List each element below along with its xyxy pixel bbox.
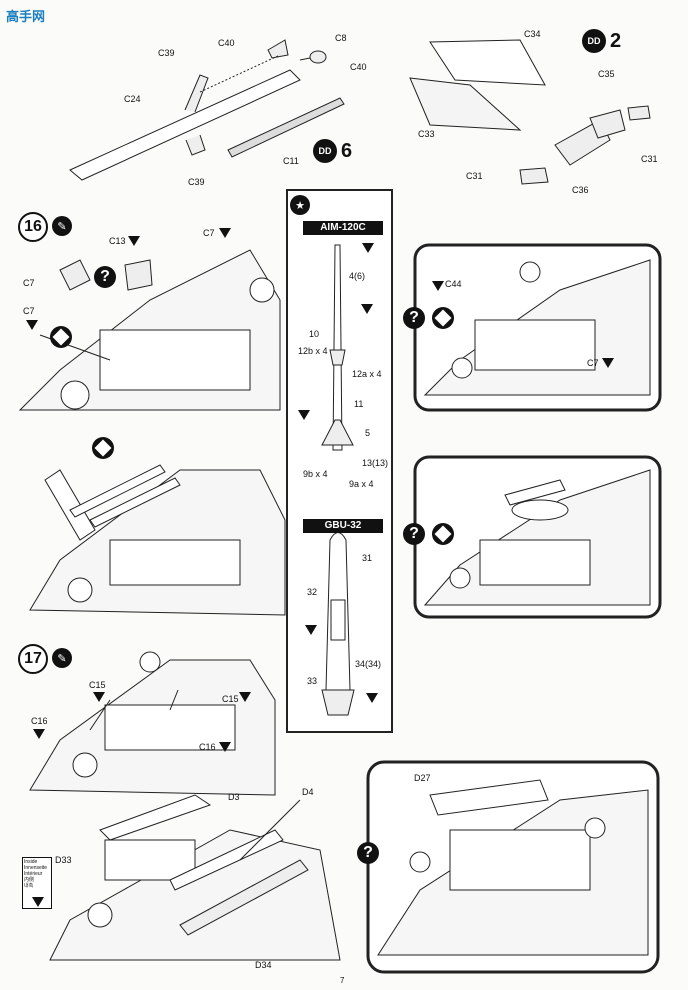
- aim-part-12b: 12b x 4: [298, 346, 328, 356]
- inside-marker-c16-a: [33, 729, 45, 739]
- inside-marker-legend: [32, 897, 44, 907]
- inside-marker-c13: [128, 236, 140, 246]
- legend-line-0: Inside: [24, 859, 38, 865]
- inside-marker-c15-a: [93, 692, 105, 702]
- pylon-c33: [409, 77, 522, 131]
- question-icon-box3: ?: [357, 842, 379, 864]
- label-d27: D27: [414, 773, 431, 783]
- label-c8: C8: [335, 33, 347, 43]
- step-number-16: 16: [18, 212, 48, 242]
- inside-marker-aim-a: [362, 243, 374, 253]
- gbu32-title: GBU-32: [303, 519, 383, 533]
- inside-marker-gbu-a: [305, 625, 317, 635]
- inside-marker-aim-b: [361, 304, 373, 314]
- inside-marker-c7-d: [602, 358, 614, 368]
- parts-sprue-icon-d1: DD: [313, 139, 337, 163]
- inside-marker-gbu-b: [366, 693, 378, 703]
- label-c7-a: C7: [203, 228, 215, 238]
- label-d4: D4: [302, 787, 314, 797]
- label-c7-c: C7: [23, 306, 35, 316]
- inside-marker-c44: [432, 281, 444, 291]
- question-icon-box2: ?: [403, 523, 425, 545]
- page-number: 7: [340, 976, 345, 985]
- option-diamond-icon-d: [432, 523, 454, 545]
- label-c44: C44: [445, 279, 462, 289]
- label-c11: C11: [283, 156, 299, 166]
- cement-icon-16: ✎: [52, 216, 72, 236]
- aim-part-13: 13(13): [362, 458, 389, 468]
- label-c13: C13: [109, 236, 126, 246]
- label-c40-a: C40: [218, 38, 235, 48]
- label-c15-b: C15: [222, 694, 239, 704]
- inside-marker-c15-b: [239, 692, 251, 702]
- label-c39-a: C39: [158, 48, 175, 58]
- label-c31-a: C31: [466, 171, 483, 181]
- label-c39-b: C39: [188, 177, 205, 187]
- aim-part-11: 11: [354, 399, 364, 409]
- gbu-part-32: 32: [307, 587, 318, 597]
- gbu-part-34: 34(34): [355, 659, 382, 669]
- option-diamond-icon-a: [50, 326, 72, 348]
- quantity-six: 6: [341, 140, 353, 162]
- legend-line-1: Innenseite: [24, 865, 48, 871]
- label-c7-b: C7: [23, 278, 35, 288]
- label-c34: C34: [524, 29, 541, 39]
- label-d34: D34: [255, 960, 272, 970]
- aim-part-10: 10: [309, 329, 320, 339]
- label-d3: D3: [228, 792, 240, 802]
- inside-marker-c7-a: [219, 228, 231, 238]
- pylon-c34: [429, 39, 546, 86]
- label-d33: D33: [55, 855, 72, 865]
- label-c31-b: C31: [641, 154, 658, 164]
- brand-logo: 高手网: [6, 9, 46, 24]
- question-icon-16: ?: [94, 266, 116, 288]
- legend-line-4: 내측: [24, 883, 34, 889]
- aim-part-12a: 12a x 4: [352, 369, 382, 379]
- parts-sprue-icon-d2: DD: [582, 29, 606, 53]
- inside-legend: Inside Innenseite Intérieur 内侧 내측: [22, 857, 52, 909]
- gbu-part-31: 31: [362, 553, 373, 563]
- aim120-body: [332, 244, 343, 451]
- aim120-title: AIM-120C: [303, 221, 383, 235]
- label-c33: C33: [418, 129, 435, 139]
- label-c35: C35: [598, 69, 615, 79]
- label-c15-a: C15: [89, 680, 106, 690]
- gbu-part-33: 33: [307, 676, 318, 686]
- step-number-17: 17: [18, 644, 48, 674]
- option-diamond-icon-b: [92, 437, 114, 459]
- inside-marker-aim-c: [298, 410, 310, 420]
- label-c40-b: C40: [350, 62, 367, 72]
- aim-part-9a: 9a x 4: [349, 479, 374, 489]
- legend-line-2: Intérieur: [24, 871, 43, 877]
- label-c16-a: C16: [31, 716, 48, 726]
- label-c24: C24: [124, 94, 141, 104]
- question-icon-box1: ?: [403, 307, 425, 329]
- aim-part-4: 4(6): [349, 271, 366, 281]
- quantity-two: 2: [610, 30, 622, 52]
- aim-part-5: 5: [365, 428, 371, 438]
- star-icon: ★: [290, 195, 310, 215]
- rail-c11: [227, 97, 345, 158]
- option-diamond-icon-c: [432, 307, 454, 329]
- label-c36: C36: [572, 185, 589, 195]
- aim-part-9b: 9b x 4: [303, 469, 328, 479]
- cement-icon-17: ✎: [52, 648, 72, 668]
- legend-line-3: 内侧: [24, 877, 35, 883]
- label-c16-b: C16: [199, 742, 216, 752]
- inside-marker-c16-b: [219, 742, 231, 752]
- inside-marker-c7-c: [26, 320, 38, 330]
- label-c7-d: C7: [587, 358, 599, 368]
- missile-body-c24: [69, 69, 301, 181]
